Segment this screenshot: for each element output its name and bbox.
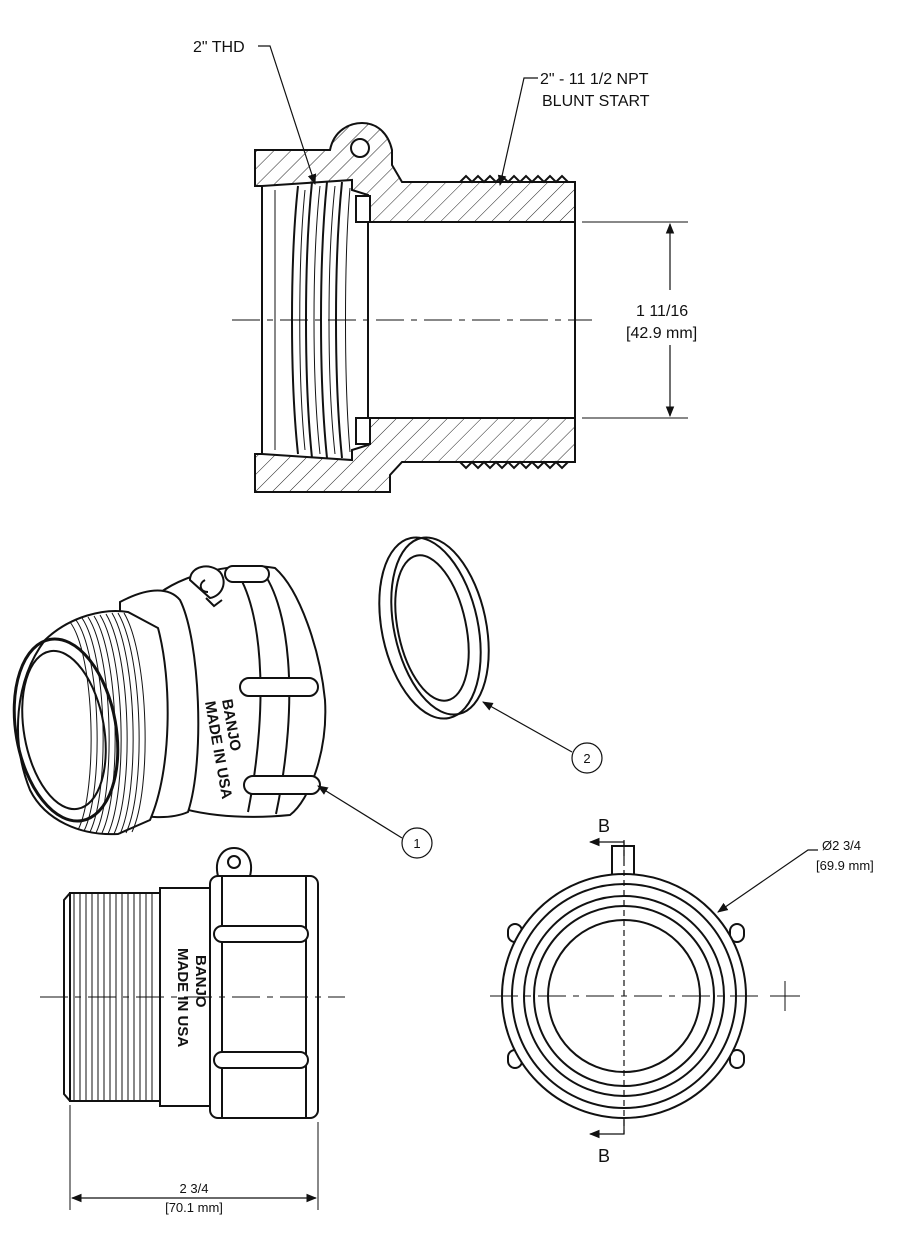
isometric-view: BANJO MADE IN USA 1 2	[12, 536, 603, 859]
section-mark-bottom: B	[598, 1146, 610, 1166]
gasket-ring-outer-back	[390, 536, 490, 716]
leader-male-thread	[497, 77, 538, 187]
dim-bore-value: 1 11/16	[636, 303, 688, 320]
end-view: B B Ø2 3/4 [69.9 mm]	[490, 816, 874, 1166]
balloon-2-label: 2	[583, 751, 590, 766]
dim-length-value: 2 3/4	[180, 1181, 209, 1196]
dim-diameter-metric: [69.9 mm]	[816, 858, 874, 873]
iso-nipple-face	[12, 637, 120, 823]
callout-female-thread: 2" THD	[193, 39, 245, 56]
section-gasket-top	[355, 195, 371, 223]
section-mark-top: B	[598, 816, 610, 836]
side-cap-lug-bottom	[213, 1051, 309, 1069]
end-lug-top-right	[729, 923, 745, 943]
dim-diameter-value: Ø2 3/4	[822, 838, 861, 853]
side-cap-eye	[216, 846, 252, 877]
balloon-2	[571, 742, 603, 774]
end-lug-bottom-right	[729, 1049, 745, 1069]
iso-cap-lug-1	[239, 677, 319, 697]
side-cap-lug-top	[213, 925, 309, 943]
callout-male-thread-1: 2" - 11 1/2 NPT	[540, 71, 649, 88]
side-view: BANJO MADE IN USA 2 3/4 [70.1 mm]	[40, 846, 345, 1215]
iso-cap-eye	[188, 565, 225, 600]
section-gasket-bottom	[355, 417, 371, 445]
iso-nipple-bore	[21, 649, 107, 811]
gasket-ring-inner	[394, 554, 470, 702]
gasket-ring-outer	[378, 536, 482, 720]
callout-male-thread-2: BLUNT START	[542, 93, 650, 110]
dim-diameter-leader	[717, 849, 818, 913]
end-cap-eye-tab	[611, 845, 635, 877]
male-thread-top	[459, 174, 575, 184]
male-thread-bottom	[459, 460, 575, 470]
dim-length-metric: [70.1 mm]	[165, 1200, 223, 1215]
balloon-1	[401, 827, 433, 859]
iso-cap-lug-3	[224, 565, 270, 583]
balloon-1-label: 1	[413, 836, 420, 851]
section-arrow-bottom	[588, 1118, 625, 1139]
cap-eye-hole	[350, 138, 370, 158]
iso-cap-lug-2	[243, 775, 321, 795]
section-view: 2" THD 2" - 11 1/2 NPT BLUNT START 1 11/…	[193, 39, 697, 493]
side-emboss-banjo: BANJO	[192, 955, 209, 1008]
dim-bore-metric: [42.9 mm]	[626, 325, 697, 342]
section-arrow-top	[588, 837, 625, 860]
leader-female-thread	[258, 45, 317, 186]
iso-nipple-body	[17, 610, 169, 836]
side-emboss-made-in-usa: MADE IN USA	[174, 948, 191, 1047]
